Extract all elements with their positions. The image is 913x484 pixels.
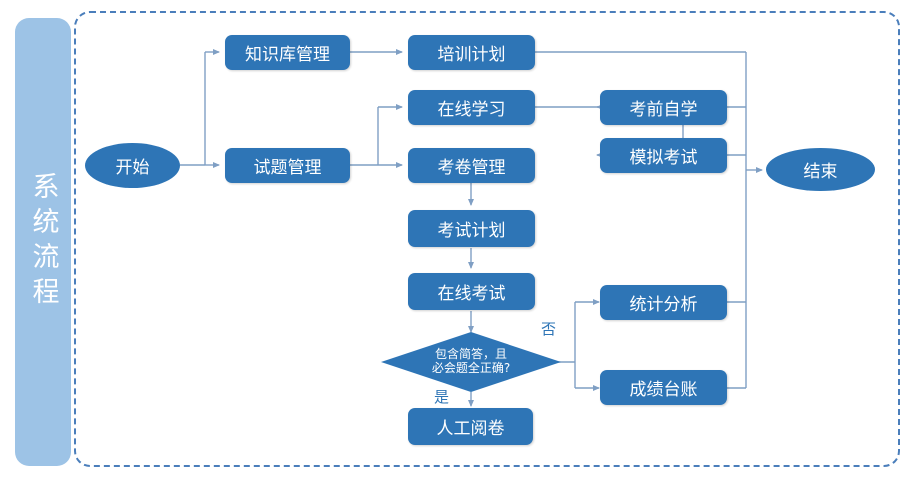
side-band-label: 系统流程 (27, 172, 59, 312)
node-start-label: 开始 (115, 158, 150, 178)
node-decision-label-line2: 必会题全正确? (431, 361, 511, 375)
node-end[interactable]: 结束 (766, 148, 875, 191)
node-decision-text: 包含简答，且 必会题全正确? (426, 347, 516, 376)
node-question-bank-label: 试题管理 (253, 158, 322, 178)
node-online-study-label: 在线学习 (437, 100, 506, 120)
edge-label-no: 否 (541, 320, 557, 338)
node-training-plan-label: 培训计划 (437, 45, 506, 65)
node-mock-exam-label: 模拟考试 (629, 148, 698, 168)
node-statistics-label: 统计分析 (629, 295, 698, 315)
node-score-ledger-label: 成绩台账 (629, 380, 698, 400)
edge-label-yes: 是 (434, 388, 450, 406)
node-knowledge-base[interactable]: 知识库管理 (225, 35, 350, 70)
node-exam-paper-label: 考卷管理 (437, 158, 506, 178)
node-start[interactable]: 开始 (85, 143, 180, 188)
diagram-frame (74, 11, 900, 467)
node-pre-exam-self-study-label: 考前自学 (629, 100, 698, 120)
node-statistics[interactable]: 统计分析 (600, 285, 727, 320)
node-end-label: 结束 (803, 162, 838, 182)
node-pre-exam-self-study[interactable]: 考前自学 (600, 90, 727, 125)
node-manual-grading-label: 人工阅卷 (436, 419, 505, 439)
node-exam-plan[interactable]: 考试计划 (408, 210, 535, 247)
side-band: 系统流程 (15, 18, 71, 466)
node-online-exam[interactable]: 在线考试 (408, 273, 535, 310)
node-question-bank[interactable]: 试题管理 (225, 148, 350, 183)
node-exam-paper[interactable]: 考卷管理 (408, 148, 535, 183)
node-training-plan[interactable]: 培训计划 (408, 35, 535, 70)
node-online-exam-label: 在线考试 (437, 284, 506, 304)
node-score-ledger[interactable]: 成绩台账 (600, 370, 727, 405)
node-exam-plan-label: 考试计划 (437, 221, 506, 241)
node-decision[interactable]: 包含简答，且 必会题全正确? (381, 332, 561, 392)
node-online-study[interactable]: 在线学习 (408, 90, 535, 125)
node-decision-label-line1: 包含简答，且 (434, 347, 507, 362)
node-mock-exam[interactable]: 模拟考试 (600, 138, 727, 173)
node-knowledge-base-label: 知识库管理 (245, 45, 330, 65)
node-manual-grading[interactable]: 人工阅卷 (408, 408, 533, 445)
